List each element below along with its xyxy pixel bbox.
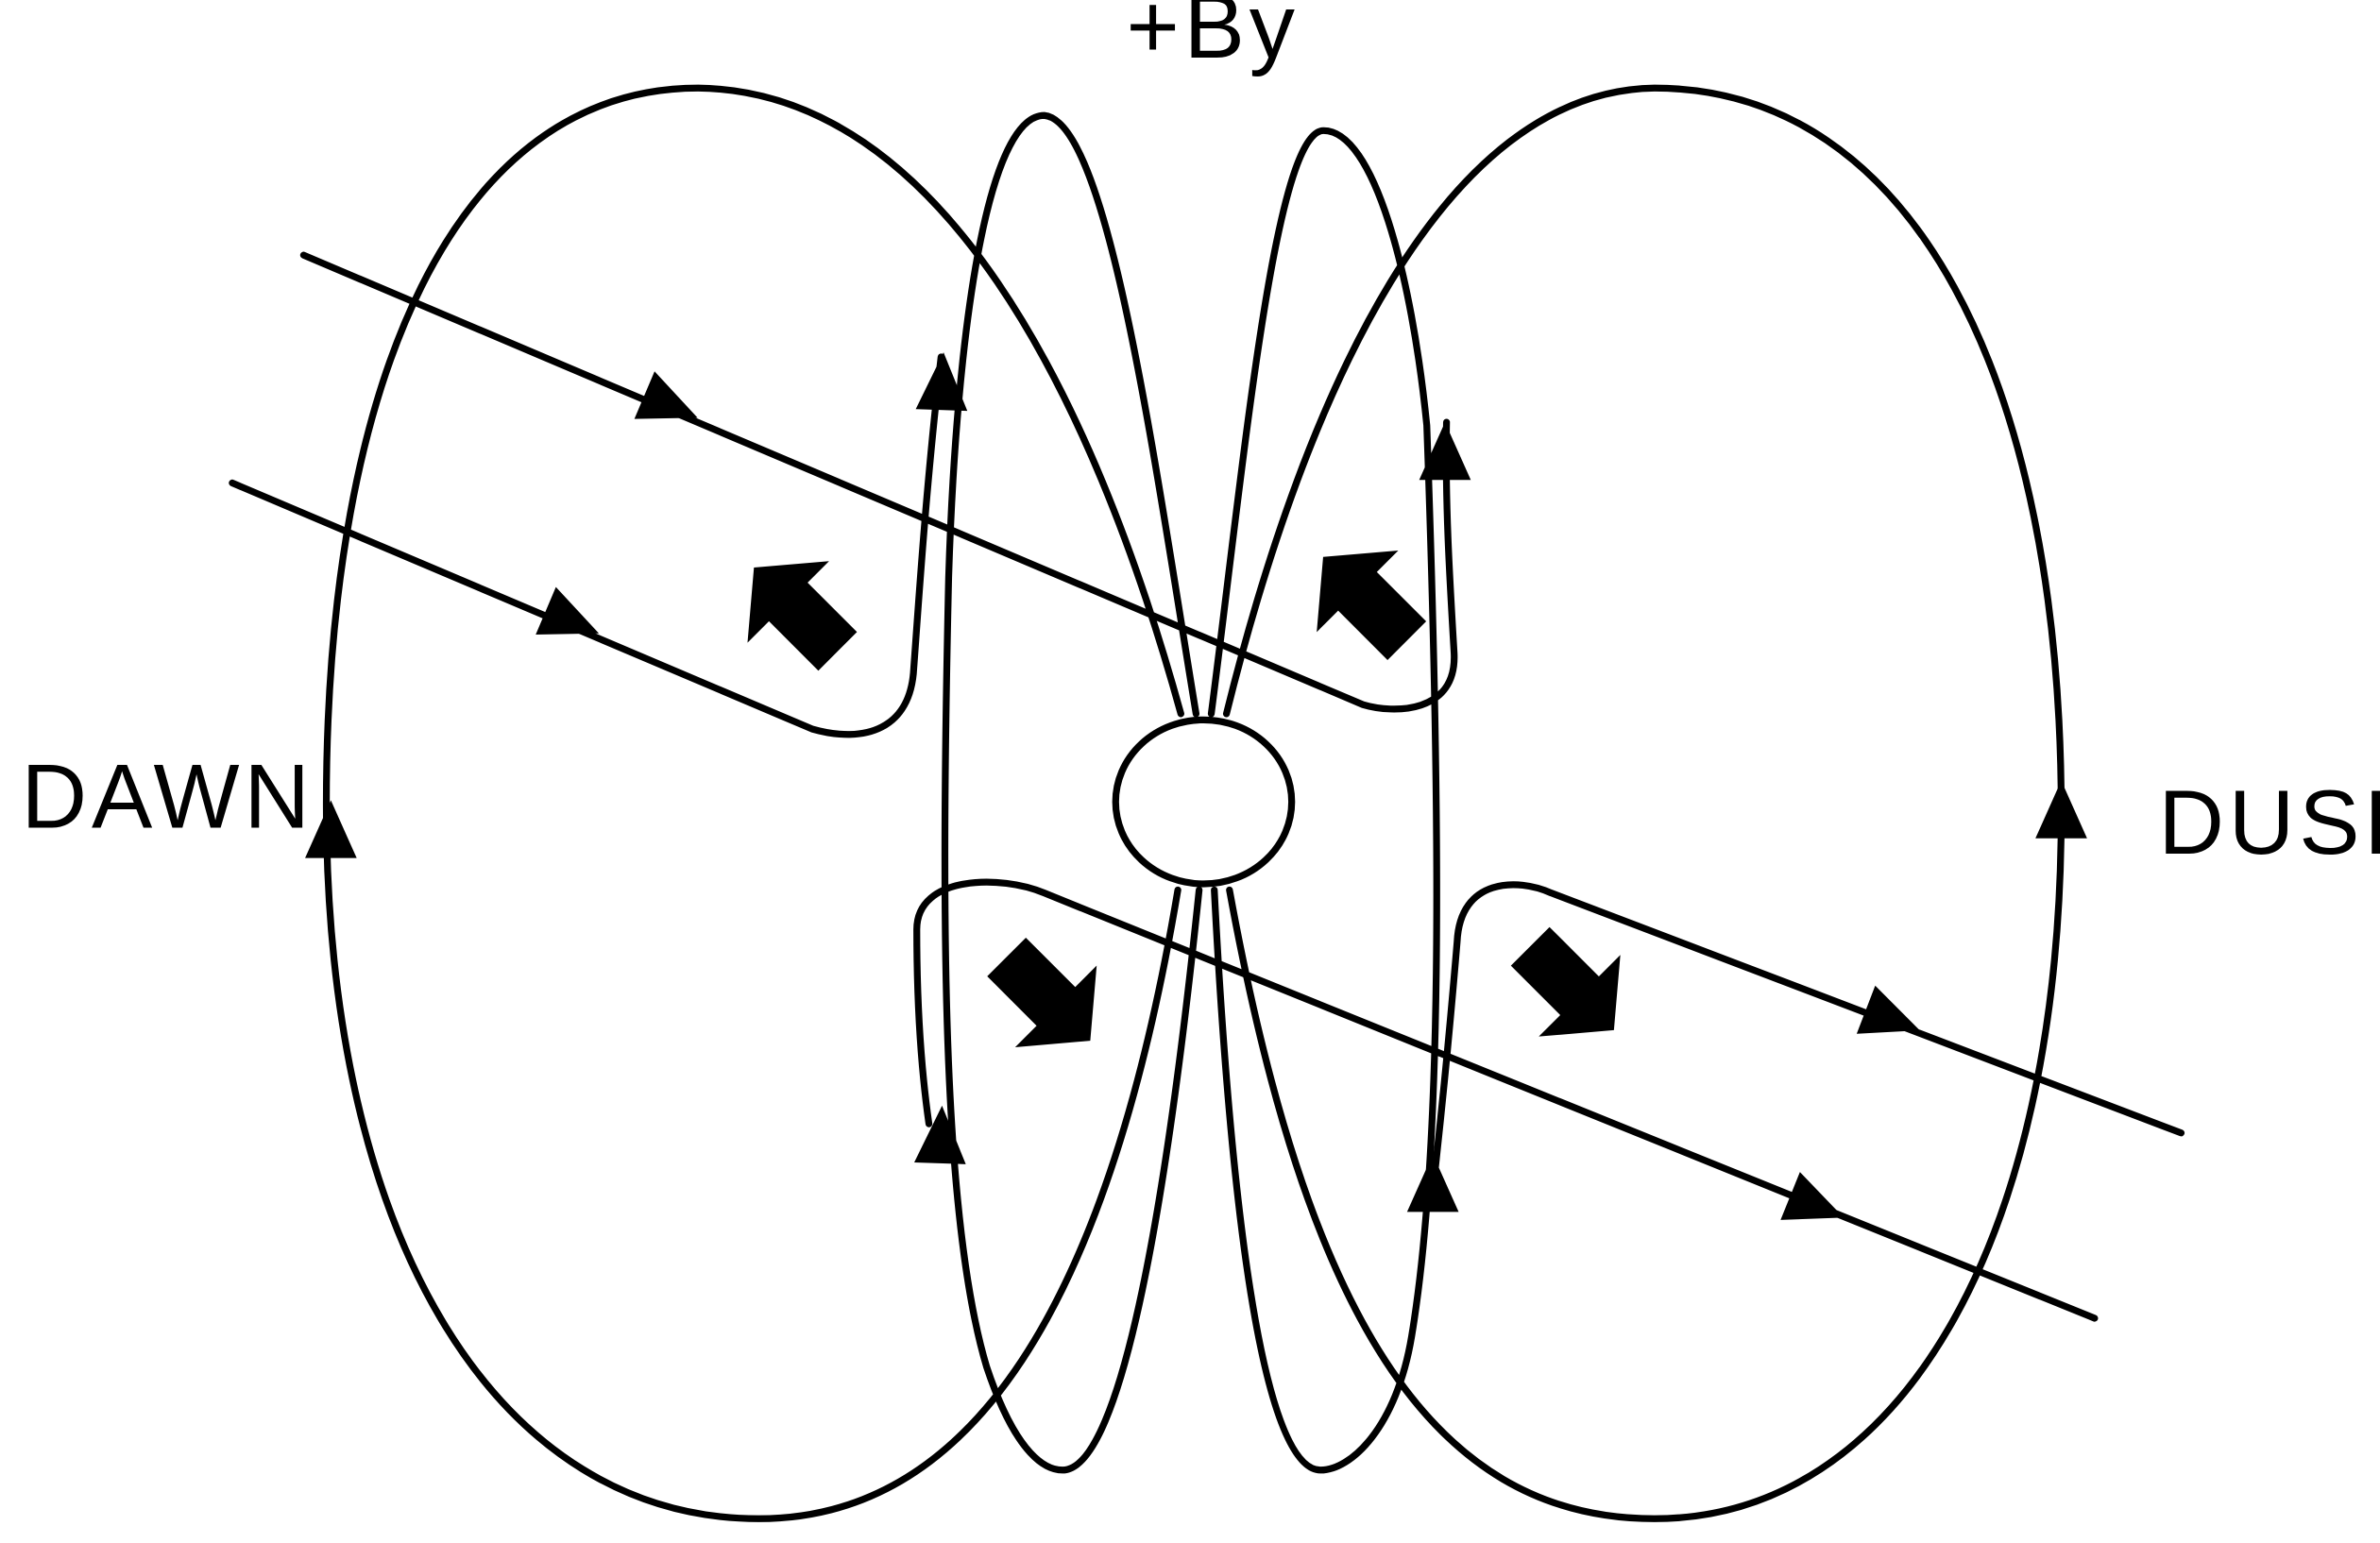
arrow-head-icon <box>2035 780 2087 839</box>
arrow-head-icon <box>305 800 357 858</box>
dusk-outer-field-loop <box>1222 84 2066 1522</box>
block-arrow-icon <box>1510 926 1621 1037</box>
arrow-head-icon <box>914 1105 966 1164</box>
dawn-label: DAWN <box>22 746 314 847</box>
arrow-head-icon <box>1856 985 1920 1034</box>
arrow-head-icon <box>915 352 968 412</box>
by-label: +By <box>1127 0 1300 77</box>
block-arrow-icon <box>987 937 1097 1047</box>
dawn-lower-flow-line <box>229 353 945 738</box>
dusk-label: DUSK <box>2158 772 2380 873</box>
block-arrow-icon <box>747 561 858 671</box>
dusk-upper-flow-line <box>1431 881 2185 1181</box>
arrow-head-icon <box>1780 1172 1844 1220</box>
dawn-outer-field-loop <box>322 84 1184 1522</box>
central-body <box>1112 716 1296 888</box>
arrow-head-icon <box>1406 1154 1459 1212</box>
arrow-head-icon <box>536 586 600 635</box>
dusk-lower-flow-line <box>913 878 2099 1322</box>
arrow-head-icon <box>634 371 698 419</box>
dawn-inner-field-loop <box>941 111 1203 1474</box>
arrow-head-icon <box>1419 422 1471 481</box>
block-arrow-icon <box>1317 550 1427 660</box>
dawn-upper-flow-line <box>299 251 1458 713</box>
dusk-inner-field-loop <box>1207 127 1440 1474</box>
